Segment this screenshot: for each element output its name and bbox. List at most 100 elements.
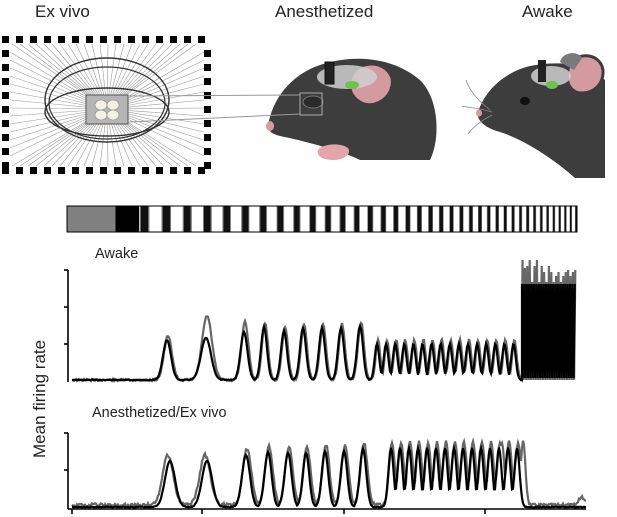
mea-pad xyxy=(184,167,191,174)
mouse-paw xyxy=(317,144,350,160)
grating-bar xyxy=(449,206,454,232)
anesthetized-panel-title: Anesthetized/Ex vivo xyxy=(92,405,227,421)
mea-pad xyxy=(198,167,205,174)
grating-bar xyxy=(552,206,555,232)
grating-edge xyxy=(315,206,317,232)
anesthetized-mouse xyxy=(127,58,437,160)
grating-edge xyxy=(169,206,172,232)
grating-bar xyxy=(340,206,346,232)
grating-edge xyxy=(139,206,141,232)
awake-label: Awake xyxy=(522,2,573,21)
anesthetized-trace-model xyxy=(71,443,586,509)
grating-edge xyxy=(428,206,429,232)
grating-bar xyxy=(381,206,386,232)
mea-border xyxy=(2,36,211,174)
grating-edge xyxy=(161,206,163,232)
grating-bar xyxy=(310,206,316,232)
mouse-eye xyxy=(302,95,324,109)
grating-bar xyxy=(417,206,422,232)
grating-bar xyxy=(428,206,433,232)
grating-edge xyxy=(222,206,224,232)
grating-edge xyxy=(182,206,184,232)
mea-pad xyxy=(2,120,9,127)
grating-edge xyxy=(372,206,374,232)
grating-edge xyxy=(229,206,231,232)
grating-edge xyxy=(432,206,433,232)
grating-bar xyxy=(487,206,491,232)
grating-bar xyxy=(564,206,567,232)
mea-pad xyxy=(2,64,9,71)
awake-y-axis xyxy=(64,269,69,382)
mea-pad xyxy=(204,106,211,113)
mea-pad xyxy=(2,78,9,85)
zoom-line-top xyxy=(127,94,301,97)
mea-pad xyxy=(86,36,93,43)
grating-edge xyxy=(266,206,268,232)
grating-bar xyxy=(478,206,482,232)
awake-panel-title: Awake xyxy=(95,246,139,262)
electrode-probe xyxy=(538,60,546,82)
awake-mouse xyxy=(461,53,605,178)
grating-edge xyxy=(359,206,360,232)
ex-vivo-label: Ex vivo xyxy=(35,2,90,21)
grating-bar xyxy=(260,206,267,232)
grating-edge xyxy=(241,206,243,232)
electrode-probe xyxy=(324,61,335,85)
grating-bar xyxy=(533,206,536,232)
mea-pad xyxy=(44,167,51,174)
grating-edge xyxy=(283,206,285,232)
grating-edge xyxy=(345,206,346,232)
grating-edge xyxy=(299,206,301,232)
v1-region xyxy=(345,81,359,89)
mea-pad xyxy=(2,92,9,99)
grating-bar xyxy=(495,206,499,232)
grating-edge xyxy=(202,206,204,232)
grating-bar xyxy=(558,206,561,232)
grating-bar xyxy=(354,206,360,232)
anesthetized-trace-measured xyxy=(71,437,587,510)
mea-pad xyxy=(170,167,177,174)
grating-bar xyxy=(526,206,529,232)
mea-pad xyxy=(128,36,135,43)
mea-pad xyxy=(2,50,9,57)
grating-bar xyxy=(546,206,549,232)
grating-edge xyxy=(210,206,212,232)
mea-pad xyxy=(128,167,135,174)
grating-bar xyxy=(183,206,191,232)
mea-pad xyxy=(142,36,149,43)
grating-bar xyxy=(540,206,543,232)
mea-pad xyxy=(2,36,9,43)
mea-pad xyxy=(2,167,9,174)
grating-edge xyxy=(380,206,382,232)
grating-bar xyxy=(325,206,331,232)
zoom-line-bottom xyxy=(127,113,301,123)
grating-edge xyxy=(393,206,394,232)
mea-pad xyxy=(100,167,107,174)
eye-zoom-box xyxy=(299,92,323,116)
mea-pad xyxy=(58,167,65,174)
anesthetized-axes xyxy=(64,432,586,514)
mea-ring-outer xyxy=(44,57,170,143)
grating-edge xyxy=(339,206,341,232)
mea-pad xyxy=(72,167,79,174)
mea-pad xyxy=(204,148,211,155)
mea-pad xyxy=(16,167,23,174)
grating-bar xyxy=(203,206,211,232)
awake-plot xyxy=(64,259,577,384)
grating-edge xyxy=(190,206,192,232)
grating-edge xyxy=(443,206,444,232)
mea-pad xyxy=(114,36,121,43)
mea-pad xyxy=(204,134,211,141)
mouse-nose xyxy=(266,121,274,131)
grating-edge xyxy=(367,206,369,232)
grating-edge xyxy=(324,206,326,232)
grating-bar xyxy=(459,206,464,232)
whiskers xyxy=(461,79,493,135)
grating-edge xyxy=(293,206,295,232)
grating-bar xyxy=(511,206,515,232)
mea-pad xyxy=(2,162,9,169)
grating-bar xyxy=(503,206,507,232)
mea-pad xyxy=(204,120,211,127)
mea-pad xyxy=(100,36,107,43)
